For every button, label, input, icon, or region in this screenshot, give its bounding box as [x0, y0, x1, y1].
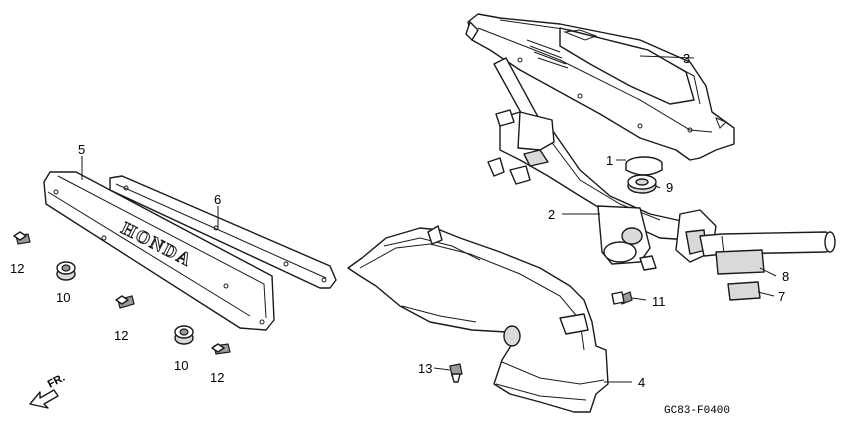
direction-label: FR. [46, 372, 67, 391]
handlebar-lower-cover [347, 225, 609, 413]
screw-12-left [13, 231, 31, 245]
grommet-10-right [174, 325, 194, 345]
callout-3: 3 [683, 51, 690, 66]
callout-labels: 1 2 3 4 5 6 7 8 9 10 10 11 12 12 12 13 [10, 51, 789, 390]
callout-9: 9 [666, 180, 673, 195]
callout-2: 2 [548, 207, 555, 222]
callout-4: 4 [638, 375, 645, 390]
front-direction-arrow: FR. [29, 372, 67, 409]
handlebar [487, 57, 836, 271]
trim-strip [109, 175, 337, 289]
callout-12-left: 12 [10, 261, 24, 276]
handlebar-upper-cover [465, 13, 735, 161]
callout-13: 13 [418, 361, 432, 376]
callout-10-right: 10 [174, 358, 188, 373]
cap [625, 156, 663, 176]
callout-1: 1 [606, 153, 613, 168]
callout-7: 7 [778, 289, 785, 304]
grommet-10-left [56, 261, 76, 281]
arrow-icon [29, 389, 59, 409]
diagram-code: GC83-F0400 [664, 405, 730, 417]
callout-5: 5 [78, 142, 85, 157]
screw-11 [611, 291, 633, 305]
clip-13 [449, 363, 463, 383]
pad-small [727, 281, 761, 301]
callout-8: 8 [782, 269, 789, 284]
callout-10-left: 10 [56, 290, 70, 305]
callout-6: 6 [214, 192, 221, 207]
screw-12-middle [115, 295, 135, 309]
callout-11: 11 [652, 294, 666, 309]
callout-12-right: 12 [210, 370, 224, 385]
nut [627, 174, 657, 194]
pad-large [715, 249, 765, 275]
callout-12-middle: 12 [114, 328, 128, 343]
leader-lines [81, 55, 777, 383]
screw-12-right [211, 343, 231, 355]
